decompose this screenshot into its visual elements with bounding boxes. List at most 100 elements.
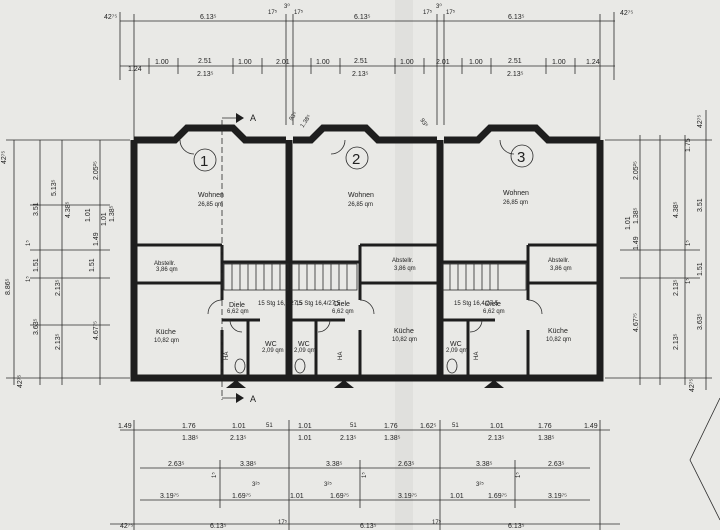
u2-wohnen: Wohnen <box>348 192 374 199</box>
right-dimension-chain: 42⁷⁵ 42⁷⁵ 3.63⁵ 2.13⁵ 1.51 4.38⁵ 3.51 2.… <box>605 110 712 392</box>
dim-bot-r1sub-2: 2.13⁵ <box>340 435 357 442</box>
u2-diele: Diele <box>334 301 350 308</box>
dim-right-small-0: 1.75 <box>685 138 692 152</box>
dim-top-r2-5: 1.00 <box>316 59 330 66</box>
dim-top-r1-9: 6.13⁵ <box>508 14 525 21</box>
dim-bot-r2sub-2: 1⁵ <box>515 472 522 478</box>
u3-abstell-area: 3,86 qm <box>550 266 572 272</box>
u2-abstell-area: 3,86 qm <box>394 266 416 272</box>
u3-abstell: Abstellr. <box>548 258 570 264</box>
left-dimension-chain: 42⁷⁵ 8.86⁵ 42⁷⁵ 3.63⁵ 1.51 2.13⁵ 4.38⁵ 1… <box>1 139 130 388</box>
dim-top-sub-2: 2.13⁵ <box>507 71 524 78</box>
u2-wc-area: 2,09 qm <box>294 348 316 354</box>
u2-abstell: Abstellr. <box>392 258 414 264</box>
bottom-dimension-chain: 1.49 1.76 1.01 51 1.01 51 1.76 1.62⁵ 51 … <box>110 420 620 530</box>
u2-wohnen-area: 26,85 qm <box>348 202 373 208</box>
dim-left-inner-1: 1.01 <box>85 208 92 222</box>
dim-top-r2-7: 1.00 <box>400 59 414 66</box>
dim-bot-r4-1: 6.13⁵ <box>210 523 227 530</box>
u3-wohnen: Wohnen <box>503 190 529 197</box>
dim-bot-r3-1: 1.69⁷⁵ <box>232 493 251 500</box>
u3-stair: 15 Stg 16,4/27,5 <box>454 301 499 307</box>
dim-bot-r1sub-1: 2.13⁵ <box>230 435 247 442</box>
dim-right-walls-2: 1.01 <box>625 216 632 230</box>
unit-2-room-labels: Wohnen 26,85 qm Abstellr. 3,86 qm Küche … <box>294 192 417 360</box>
u1-diele-area: 6,62 qm <box>227 309 249 315</box>
dim-top-r2-10: 2.51 <box>508 58 522 65</box>
dim-bot-r3sub-0: 3²⁵ <box>252 481 260 488</box>
dim-top-r2-3: 1.00 <box>238 59 252 66</box>
dim-bot-r3-2: 1.01 <box>290 493 304 500</box>
dim-left-mid-1: 1.51 <box>33 258 40 272</box>
dim-bot-r2-5: 2.63⁵ <box>548 461 565 468</box>
dim-bot-r3-4: 3.19⁷⁵ <box>398 493 417 500</box>
dim-left-mid-2: 2.13⁵ <box>55 333 62 350</box>
dim-left-walls-1: 1.49 <box>93 232 100 246</box>
u3-wc: WC <box>450 341 462 348</box>
dim-bot-r1-8: 51 <box>452 423 459 429</box>
dim-right-inner-0: 4.38⁵ <box>673 201 680 218</box>
dim-top-sub-1: 2.13⁵ <box>352 71 369 78</box>
u3-kueche-area: 10,82 qm <box>546 337 571 343</box>
wc-fixtures <box>234 358 458 374</box>
dim-left-outer-0: 42⁷⁵ <box>1 151 8 164</box>
u3-wohnen-area: 26,85 qm <box>503 200 528 206</box>
dim-right-small-1: 1⁵ <box>685 240 692 246</box>
u1-stair: 15 Stg 16,4/27,5 <box>258 301 303 307</box>
dim-right-outer-0: 42⁷⁵ <box>697 115 704 128</box>
dim-right-mid-1: 2.13⁵ <box>673 333 680 350</box>
u1-diele: Diele <box>229 302 245 309</box>
dim-bot-r3sub-1: 3²⁵ <box>324 481 332 488</box>
dim-top-r2-0: 1.24 <box>128 66 142 73</box>
door-swings <box>179 139 543 333</box>
dim-left-walls-4: 2.05²⁵ <box>93 161 100 180</box>
dim-left-walls-3: 1.38⁵ <box>109 205 116 222</box>
dim-bot-r1-1: 1.76 <box>182 423 196 430</box>
u2-wc: WC <box>298 341 310 348</box>
dim-bot-r1-2: 1.01 <box>232 423 246 430</box>
unit-number-circles: 1 2 3 <box>193 144 534 172</box>
dim-right-mid-0: 3.63⁵ <box>697 313 704 330</box>
dim-top-r1-3: 3⁰ <box>284 3 290 10</box>
unit-1-number: 1 <box>200 153 208 170</box>
dim-right-inner-2: 2.13⁵ <box>673 279 680 296</box>
dim-bot-r3-7: 3.19⁷⁵ <box>548 493 567 500</box>
dim-bot-r4-2: 17⁵ <box>278 519 288 526</box>
u2-ha: HA <box>338 352 344 360</box>
u1-wohnen: Wohnen <box>198 192 224 199</box>
unit-2-inner-walls <box>289 243 440 378</box>
dim-right-mid-2: 1.51 <box>697 262 704 276</box>
dim-top-r2-4: 2.01 <box>276 59 290 66</box>
unit-3-inner-walls <box>440 243 600 378</box>
dim-left-small-1: 5.13⁵ <box>51 179 58 196</box>
unit-1-room-labels: Wohnen 26,85 qm Abstellr. 3,86 qm Küche … <box>154 192 303 360</box>
dim-bot-r1-3: 51 <box>266 423 273 429</box>
dim-bot-r2-0: 2.63⁵ <box>168 461 185 468</box>
dim-bot-r2-1: 3.38⁵ <box>240 461 257 468</box>
dim-top-r1-4: 17⁵ <box>294 9 304 16</box>
dim-top-r1-8: 17⁵ <box>446 9 456 16</box>
u1-kueche: Küche <box>156 329 176 336</box>
u3-diele-area: 6,62 qm <box>483 309 505 315</box>
dim-right-small-2: 1⁵ <box>685 278 692 284</box>
dim-left-inner-3: 1.51 <box>89 258 96 272</box>
dim-top-r1-1: 6.13⁵ <box>200 14 217 21</box>
dim-bot-r2sub-1: 1⁵ <box>361 472 368 478</box>
dim-bot-r1-7: 1.62⁵ <box>420 423 437 430</box>
u2-diele-area: 6,62 qm <box>332 309 354 315</box>
dim-right-walls-1: 1.49 <box>633 236 640 250</box>
dim-bot-r3-6: 1.69⁷⁵ <box>488 493 507 500</box>
unit-3-number: 3 <box>517 149 525 166</box>
dim-bot-r1-10: 1.76 <box>538 423 552 430</box>
section-label-bottom: A <box>250 394 256 404</box>
u3-kueche: Küche <box>548 328 568 335</box>
section-line-a: A A <box>221 113 256 404</box>
dim-top-r1-6: 17⁵ <box>423 9 433 16</box>
dim-top-r1-5: 6.13⁵ <box>354 14 371 21</box>
section-label-top: A <box>250 113 256 123</box>
dim-top-r2-6: 2.51 <box>354 58 368 65</box>
u2-stair: 15 Stg 16,4/27,5 <box>296 301 341 307</box>
dim-bot-r2-2: 3.38⁵ <box>326 461 343 468</box>
dim-bot-r3-5: 1.01 <box>450 493 464 500</box>
dim-left-small-2: 1⁵ <box>25 240 32 246</box>
